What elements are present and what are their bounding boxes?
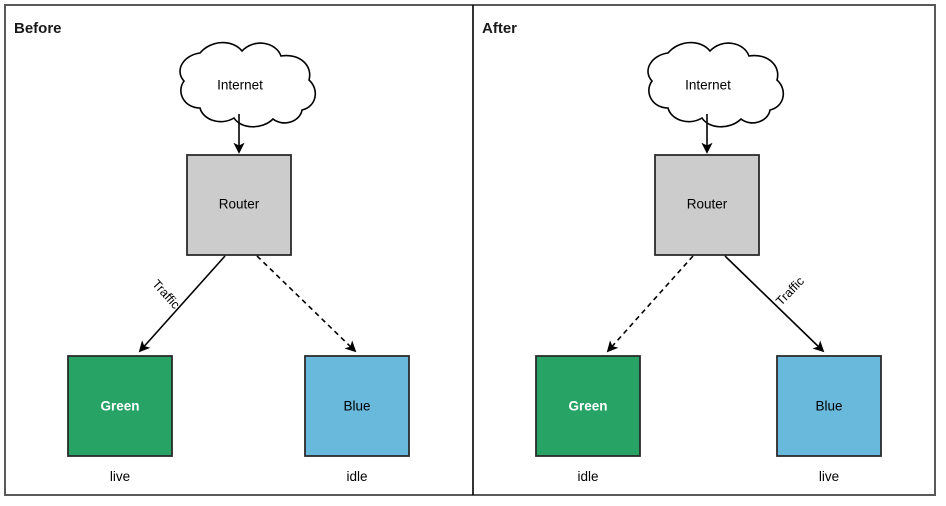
green-status-label: idle [577,469,598,484]
router-label: Router [687,197,728,212]
blue-box [304,355,410,457]
green-box [535,355,641,457]
panel-title-after: After [482,20,517,37]
edge-router-to-green-traffic [138,255,226,353]
cloud-shape [179,41,317,128]
edge-router-to-blue-traffic [724,255,825,353]
panel-before: Before Internet Router Traffic Green liv… [14,20,410,484]
node-router-before: Router [186,154,292,256]
node-blue-before: Blue [304,355,410,457]
node-green-before: Green [67,355,173,457]
green-status-label: live [110,469,130,484]
node-router-after: Router [654,154,760,256]
cloud-internet-after: Internet [647,41,785,128]
cloud-label: Internet [217,78,263,93]
node-green-after: Green [535,355,641,457]
green-box [67,355,173,457]
figure-border [4,4,936,496]
edge-label-traffic: Traffic [149,277,182,312]
router-box [654,154,760,256]
edge-label-traffic: Traffic [773,274,807,308]
blue-box [776,355,882,457]
green-label: Green [100,399,139,414]
panel-after: After Internet Router Traffic Green idle… [482,20,882,484]
cloud-internet-before: Internet [179,41,317,128]
blue-label: Blue [815,399,842,414]
panel-title-before: Before [14,20,62,37]
blue-label: Blue [343,399,370,414]
blue-status-label: idle [346,469,367,484]
edge-router-to-blue-idle [256,255,357,353]
cloud-label: Internet [685,78,731,93]
router-label: Router [219,197,260,212]
green-label: Green [568,399,607,414]
router-box [186,154,292,256]
cloud-shape [647,41,785,128]
node-blue-after: Blue [776,355,882,457]
edge-router-to-green-idle [606,255,694,353]
blue-status-label: live [819,469,839,484]
